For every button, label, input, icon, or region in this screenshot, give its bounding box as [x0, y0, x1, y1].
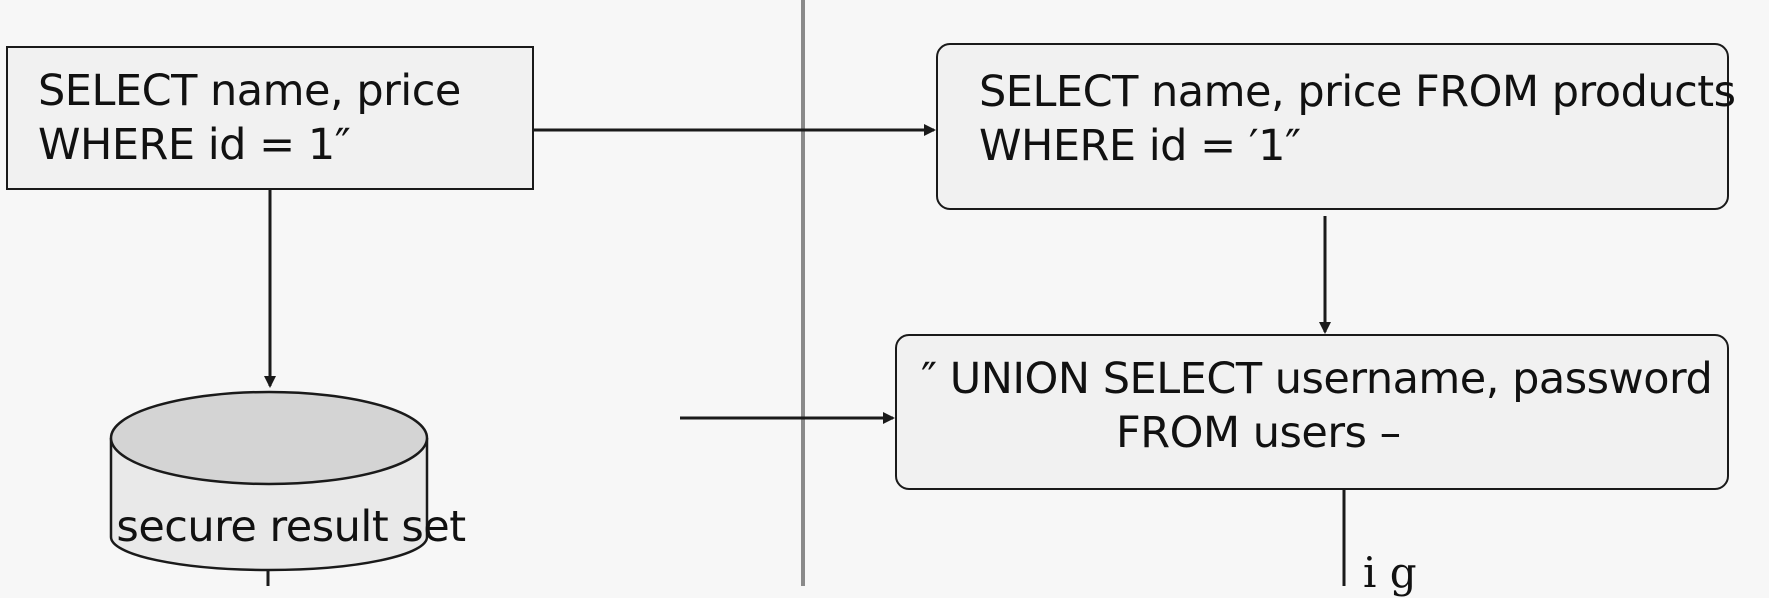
injection-line-2: FROM users – — [1116, 408, 1401, 458]
diagram-connectors — [109, 0, 1346, 586]
concat-query-line-2: WHERE id = ′1″ — [979, 121, 1301, 171]
safe-query-line-1: SELECT name, price — [38, 66, 461, 116]
diagram-canvas: SELECT name, price WHERE id = 1″ SELECT … — [6, 0, 1737, 597]
injection-payload-node: ″ UNION SELECT username, password FROM u… — [895, 334, 1729, 490]
safe-query-node: SELECT name, price WHERE id = 1″ — [6, 46, 534, 190]
database-label: secure result set — [116, 502, 466, 552]
cut-off-label: i g — [1363, 548, 1417, 597]
safe-query-line-2: WHERE id = 1″ — [38, 120, 351, 170]
database-cylinder-icon — [109, 390, 429, 572]
injection-line-1: ″ UNION SELECT username, password — [921, 354, 1713, 404]
concatenated-query-node: SELECT name, price FROM products WHERE i… — [936, 43, 1736, 210]
concat-query-line-1: SELECT name, price FROM products — [979, 67, 1736, 117]
